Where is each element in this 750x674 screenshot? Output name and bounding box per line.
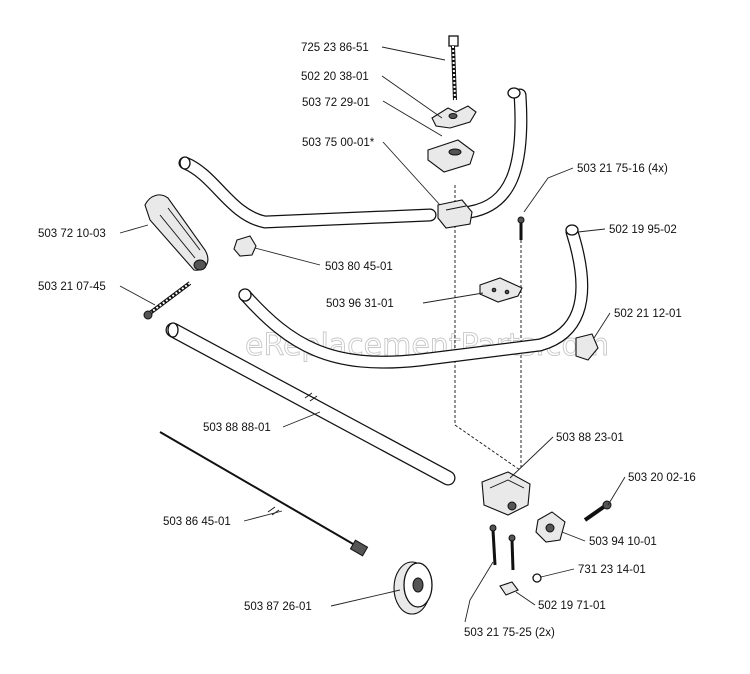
- long-bolt: [448, 35, 459, 101]
- label-502-21-12-01: 502 21 12-01: [614, 308, 682, 320]
- cable-clip: [233, 235, 257, 257]
- washer: [532, 573, 542, 583]
- upper-handlebar: [178, 87, 528, 229]
- small-screw: [517, 216, 525, 240]
- handle-housing: [481, 471, 531, 516]
- leader-lines: [119, 46, 626, 623]
- label-502-19-71-01: 502 19 71-01: [538, 600, 606, 612]
- label-503-86-45-01: 503 86 45-01: [163, 516, 231, 528]
- clutch-drum: [393, 561, 433, 615]
- drive-tube: [165, 322, 456, 486]
- square-nut: [499, 581, 519, 596]
- throttle-bracket: [535, 511, 566, 543]
- long-screws: [489, 524, 516, 571]
- label-503-72-29-01: 503 72 29-01: [302, 97, 370, 109]
- wing-knob: [431, 105, 477, 129]
- grip-handle: [144, 194, 209, 271]
- label-503-87-26-01: 503 87 26-01: [244, 601, 312, 613]
- handle-clamp-bracket: [437, 199, 473, 229]
- label-503-88-88-01: 503 88 88-01: [203, 422, 271, 434]
- label-502-19-95-02: 502 19 95-02: [609, 224, 677, 236]
- label-503-96-31-01: 503 96 31-01: [326, 298, 394, 310]
- label-503-21-07-45: 503 21 07-45: [38, 281, 106, 293]
- label-503-21-75-16: 503 21 75-16 (4x): [577, 163, 668, 175]
- housing-screw: [583, 500, 612, 522]
- drive-shaft: [159, 431, 369, 557]
- part-labels: 725 23 86-51 502 20 38-01 503 72 29-01 5…: [38, 42, 696, 639]
- label-503-80-45-01: 503 80 45-01: [325, 261, 393, 273]
- label-725-23-86-51: 725 23 86-51: [301, 42, 369, 54]
- label-731-23-14-01: 731 23 14-01: [578, 564, 646, 576]
- clamp-top: [427, 139, 475, 173]
- grip-screw: [143, 281, 192, 320]
- label-502-20-38-01: 502 20 38-01: [301, 71, 369, 83]
- wire-plate: [479, 277, 523, 303]
- label-503-94-10-01: 503 94 10-01: [589, 536, 657, 548]
- lower-handlebar: [238, 224, 589, 369]
- label-503-75-00-01: 503 75 00-01*: [302, 137, 375, 149]
- end-cap: [575, 333, 599, 361]
- label-503-72-10-03: 503 72 10-03: [38, 228, 106, 240]
- assembly-line-center: [454, 185, 521, 471]
- label-503-21-75-25: 503 21 75-25 (2x): [464, 627, 555, 639]
- label-503-20-02-16: 503 20 02-16: [628, 472, 696, 484]
- label-503-88-23-01: 503 88 23-01: [556, 432, 624, 444]
